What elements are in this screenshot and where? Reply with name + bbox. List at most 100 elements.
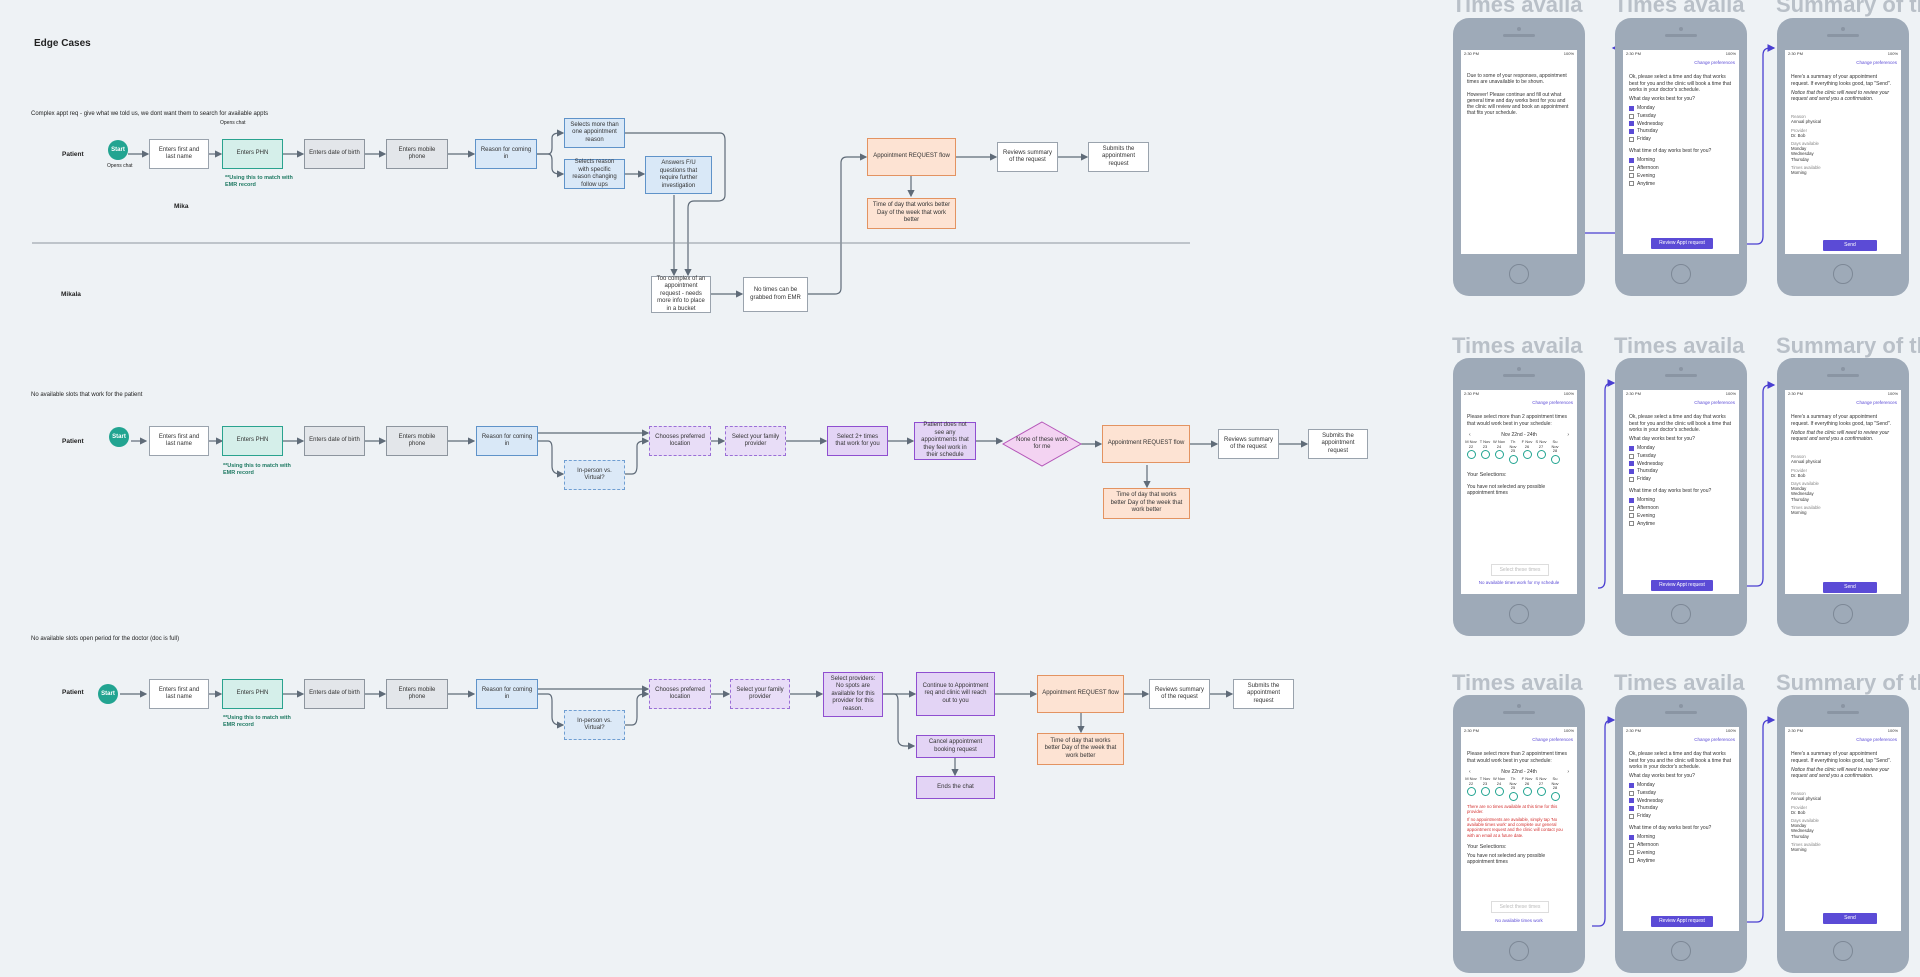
cal-day[interactable]: Su Nov 28 — [1549, 439, 1561, 464]
r3-time-of-day: Time of day that works better Day of the… — [1037, 733, 1124, 765]
question-time: What time of day works best for you? — [1629, 825, 1712, 832]
time-afternoon[interactable]: Afternoon — [1623, 165, 1739, 171]
summary-day: Monday — [1791, 146, 1807, 152]
time-anytime[interactable]: Anytime — [1623, 858, 1739, 864]
summary-notice: Notice that the clinic will need to revi… — [1791, 429, 1890, 443]
lane-patient-3: Patient — [62, 689, 84, 696]
cal-day[interactable]: M Nov 22 — [1465, 776, 1477, 801]
time-afternoon[interactable]: Afternoon — [1623, 842, 1739, 848]
question-day: What day works best for you? — [1629, 96, 1695, 103]
none-work-link[interactable]: No available times work — [1495, 918, 1543, 923]
select-times-button[interactable]: Select these times — [1491, 901, 1549, 913]
chevron-right-icon[interactable]: › — [1567, 768, 1569, 775]
cal-day[interactable]: Su Nov 28 — [1549, 776, 1561, 801]
change-preferences-link[interactable]: Change preferences — [1856, 737, 1897, 743]
phone-title-r2c3: Summary of the — [1776, 333, 1920, 358]
no-slots-detail: If no appointments are available, simply… — [1467, 816, 1563, 838]
review-appt-button[interactable]: Review Appt request — [1651, 580, 1713, 591]
phone-title-r2c1: Times available — [1452, 333, 1584, 358]
row1-caption: Complex appt req - give what we told us,… — [31, 111, 269, 117]
summary-day: Thursday — [1791, 156, 1809, 162]
r3-ends-chat: Ends the chat — [916, 776, 995, 799]
day-monday[interactable]: Monday — [1623, 782, 1739, 788]
change-preferences-link[interactable]: Change preferences — [1694, 60, 1735, 66]
day-thursday[interactable]: Thursday — [1623, 468, 1739, 474]
change-preferences-link[interactable]: Change preferences — [1856, 60, 1897, 66]
change-preferences-link[interactable]: Change preferences — [1532, 737, 1573, 743]
time-anytime[interactable]: Anytime — [1623, 521, 1739, 527]
day-thursday[interactable]: Thursday — [1623, 805, 1739, 811]
chevron-left-icon[interactable]: ‹ — [1469, 768, 1471, 775]
status-time: 2:30 PM — [1788, 391, 1803, 396]
r2-enters-name: Enters first and last name — [149, 426, 209, 456]
cal-day[interactable]: S Nov 27 — [1535, 439, 1547, 464]
change-preferences-link[interactable]: Change preferences — [1856, 400, 1897, 406]
day-thursday[interactable]: Thursday — [1623, 128, 1739, 134]
cal-day[interactable]: M Nov 22 — [1465, 439, 1477, 464]
select-times-button[interactable]: Select these times — [1491, 564, 1549, 576]
day-wednesday[interactable]: Wednesday — [1623, 461, 1739, 467]
review-appt-button[interactable]: Review Appt request — [1651, 238, 1713, 249]
day-wednesday[interactable]: Wednesday — [1623, 121, 1739, 127]
day-wednesday[interactable]: Wednesday — [1623, 798, 1739, 804]
send-button[interactable]: Send — [1823, 240, 1877, 251]
r1-answers-fu: Answers F/U questions that require furth… — [645, 156, 712, 194]
time-evening[interactable]: Evening — [1623, 513, 1739, 519]
time-evening[interactable]: Evening — [1623, 173, 1739, 179]
chevron-right-icon[interactable]: › — [1567, 431, 1569, 438]
r2-phn-note: **Using this to match with EMR record — [223, 463, 291, 476]
cal-day[interactable]: F Nov 26 — [1521, 439, 1533, 464]
day-monday[interactable]: Monday — [1623, 105, 1739, 111]
summary-days-label: Days available — [1791, 818, 1819, 824]
cal-day[interactable]: T Nov 23 — [1479, 776, 1491, 801]
summary-intro: Here's a summary of your appointment req… — [1791, 74, 1891, 87]
day-tuesday[interactable]: Tuesday — [1623, 453, 1739, 459]
cal-day[interactable]: W Nov 24 — [1493, 439, 1505, 464]
none-work-link[interactable]: No available times work for my schedule — [1478, 580, 1560, 585]
cal-day[interactable]: F Nov 26 — [1521, 776, 1533, 801]
time-morning[interactable]: Morning — [1623, 157, 1739, 163]
summary-times-value: Morning — [1791, 847, 1807, 853]
day-friday[interactable]: Friday — [1623, 813, 1739, 819]
row2-caption: No available slots that work for the pat… — [31, 392, 143, 398]
day-tuesday[interactable]: Tuesday — [1623, 790, 1739, 796]
r3-continue-request: Continue to Appointment req and clinic w… — [916, 672, 995, 716]
r1-enters-name: Enters first and last name — [149, 139, 209, 169]
summary-provider-value: Dr. Bob — [1791, 132, 1806, 138]
day-friday[interactable]: Friday — [1623, 136, 1739, 142]
send-button[interactable]: Send — [1823, 582, 1877, 593]
day-friday[interactable]: Friday — [1623, 476, 1739, 482]
change-preferences-link[interactable]: Change preferences — [1694, 400, 1735, 406]
r3-location: Chooses preferred location — [649, 679, 711, 709]
r2-submits: Submits the appointment request — [1308, 429, 1368, 459]
time-anytime[interactable]: Anytime — [1623, 181, 1739, 187]
chevron-left-icon[interactable]: ‹ — [1469, 431, 1471, 438]
cal-day[interactable]: S Nov 27 — [1535, 776, 1547, 801]
r1-reason: Reason for coming in — [475, 139, 537, 169]
cal-day[interactable]: T Nov 23 — [1479, 439, 1491, 464]
time-afternoon[interactable]: Afternoon — [1623, 505, 1739, 511]
time-morning[interactable]: Morning — [1623, 834, 1739, 840]
cal-day[interactable]: Th Nov 25 — [1507, 776, 1519, 801]
time-morning[interactable]: Morning — [1623, 497, 1739, 503]
question-time: What time of day works best for you? — [1629, 148, 1712, 155]
day-tuesday[interactable]: Tuesday — [1623, 113, 1739, 119]
r2-location: Chooses preferred location — [649, 426, 711, 456]
day-monday[interactable]: Monday — [1623, 445, 1739, 451]
r1-no-times: No times can be grabbed from EMR — [743, 277, 808, 312]
unavailable-text-1: Due to some of your responses, appointme… — [1467, 73, 1567, 86]
r2-decision-diamond — [1002, 421, 1082, 467]
time-evening[interactable]: Evening — [1623, 850, 1739, 856]
change-preferences-link[interactable]: Change preferences — [1694, 737, 1735, 743]
start-node: Start — [108, 140, 128, 160]
r2-reviews-summary: Reviews summary of the request — [1218, 429, 1279, 459]
send-button[interactable]: Send — [1823, 913, 1877, 924]
cal-day[interactable]: W Nov 24 — [1493, 776, 1505, 801]
change-preferences-link[interactable]: Change preferences — [1532, 400, 1573, 406]
review-appt-button[interactable]: Review Appt request — [1651, 916, 1713, 927]
r2-family-provider: Select your family provider — [725, 426, 786, 456]
no-selection-text: You have not selected any possible appoi… — [1467, 483, 1546, 496]
cal-day[interactable]: Th Nov 25 — [1507, 439, 1519, 464]
